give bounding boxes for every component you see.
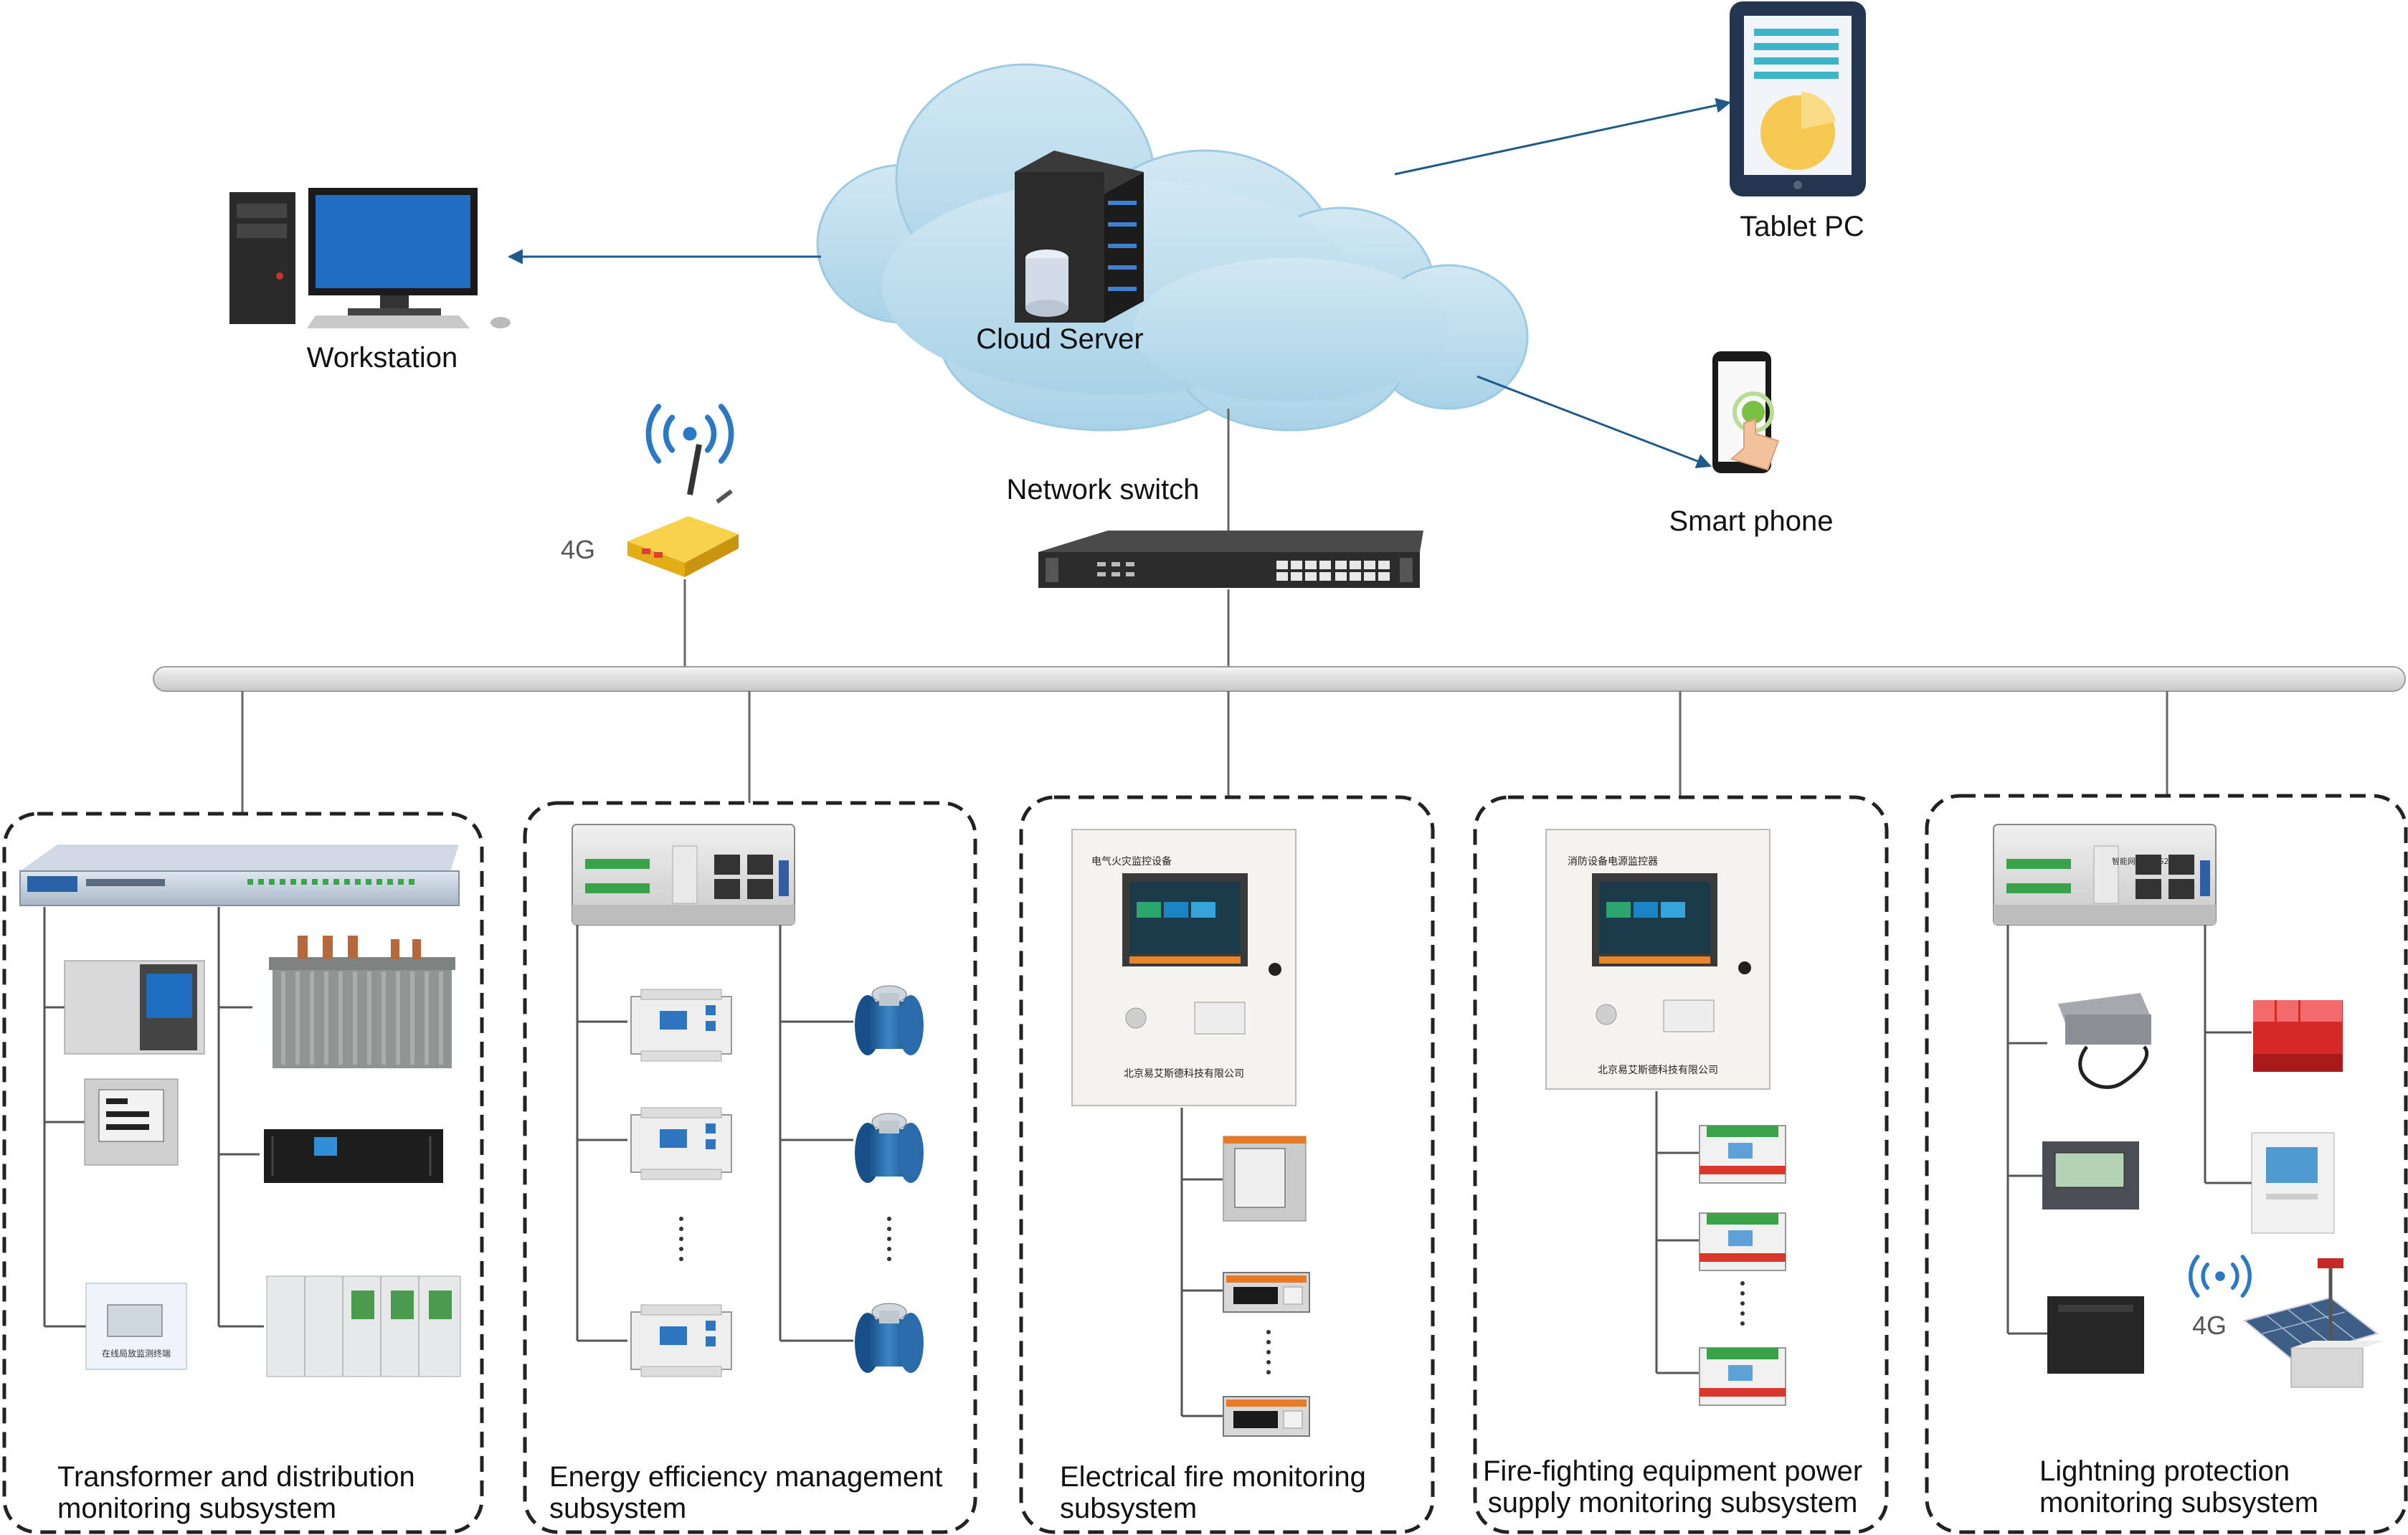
lightning-subsystem-devices: 智能网关 EMG200 [1993, 824, 2384, 1388]
svg-text:电气火灾监控设备: 电气火灾监控设备 [1091, 855, 1172, 868]
energy-subsystem-devices [572, 824, 924, 1377]
svg-text:智能网关 EMG200: 智能网关 EMG200 [2112, 856, 2179, 866]
bus-line [153, 666, 2406, 692]
cloud-server-label: Cloud Server [976, 323, 1144, 355]
tablet-icon [1730, 1, 1866, 196]
electrical-fire-subsystem-devices: 电气火灾监控设备 北京易艾斯德科技有限公司 [1071, 829, 1310, 1437]
router-wifi-icon [648, 407, 731, 461]
smart-phone-label: Smart phone [1669, 505, 1834, 537]
subsystem-boxes [2, 794, 2408, 1534]
network-switch-icon [1038, 531, 1423, 588]
arrows [507, 98, 1732, 469]
lightning-4g-label: 4G [2192, 1311, 2227, 1340]
svg-text:北京易艾斯德科技有限公司: 北京易艾斯德科技有限公司 [1598, 1065, 1718, 1076]
svg-text:北京易艾斯德科技有限公司: 北京易艾斯德科技有限公司 [1124, 1068, 1244, 1080]
subsystem-title-transformer: Transformer and distribution monitoring … [57, 1461, 415, 1524]
transformer-subsystem-devices: 在线局放监测终端 [19, 845, 461, 1377]
switchgear-cabinets [266, 1275, 461, 1377]
subsystem-title-firefighting: Fire-fighting equipment power supply mon… [1483, 1455, 1863, 1519]
subsystem-title-energy: Energy efficiency management subsystem [549, 1461, 943, 1524]
smart-phone-icon [1712, 351, 1780, 473]
svg-text:在线局放监测终端: 在线局放监测终端 [102, 1348, 171, 1359]
router-icon [627, 444, 739, 577]
surge-protector-icon [2253, 1000, 2343, 1072]
subsystem-title-fire: Electrical fire monitoring subsystem [1060, 1461, 1366, 1524]
transformer-icon [269, 936, 455, 1068]
svg-text:消防设备电源监控器: 消防设备电源监控器 [1568, 855, 1658, 868]
tablet-label: Tablet PC [1740, 211, 1864, 242]
cloud-shape [816, 63, 1529, 432]
solar-panel-icon [2242, 1258, 2384, 1388]
subsystem-title-lightning: Lightning protection monitoring subsyste… [2039, 1455, 2319, 1519]
server-icon [1015, 151, 1144, 323]
subsystem-drops [241, 691, 2168, 814]
router-4g-label: 4G [561, 535, 596, 564]
workstation-label: Workstation [306, 342, 458, 374]
workstation-computer-icon [229, 188, 511, 328]
firefighting-subsystem-devices: 消防设备电源监控器 北京易艾斯德科技有限公司 [1545, 829, 1786, 1406]
network-switch-label: Network switch [1006, 474, 1200, 505]
